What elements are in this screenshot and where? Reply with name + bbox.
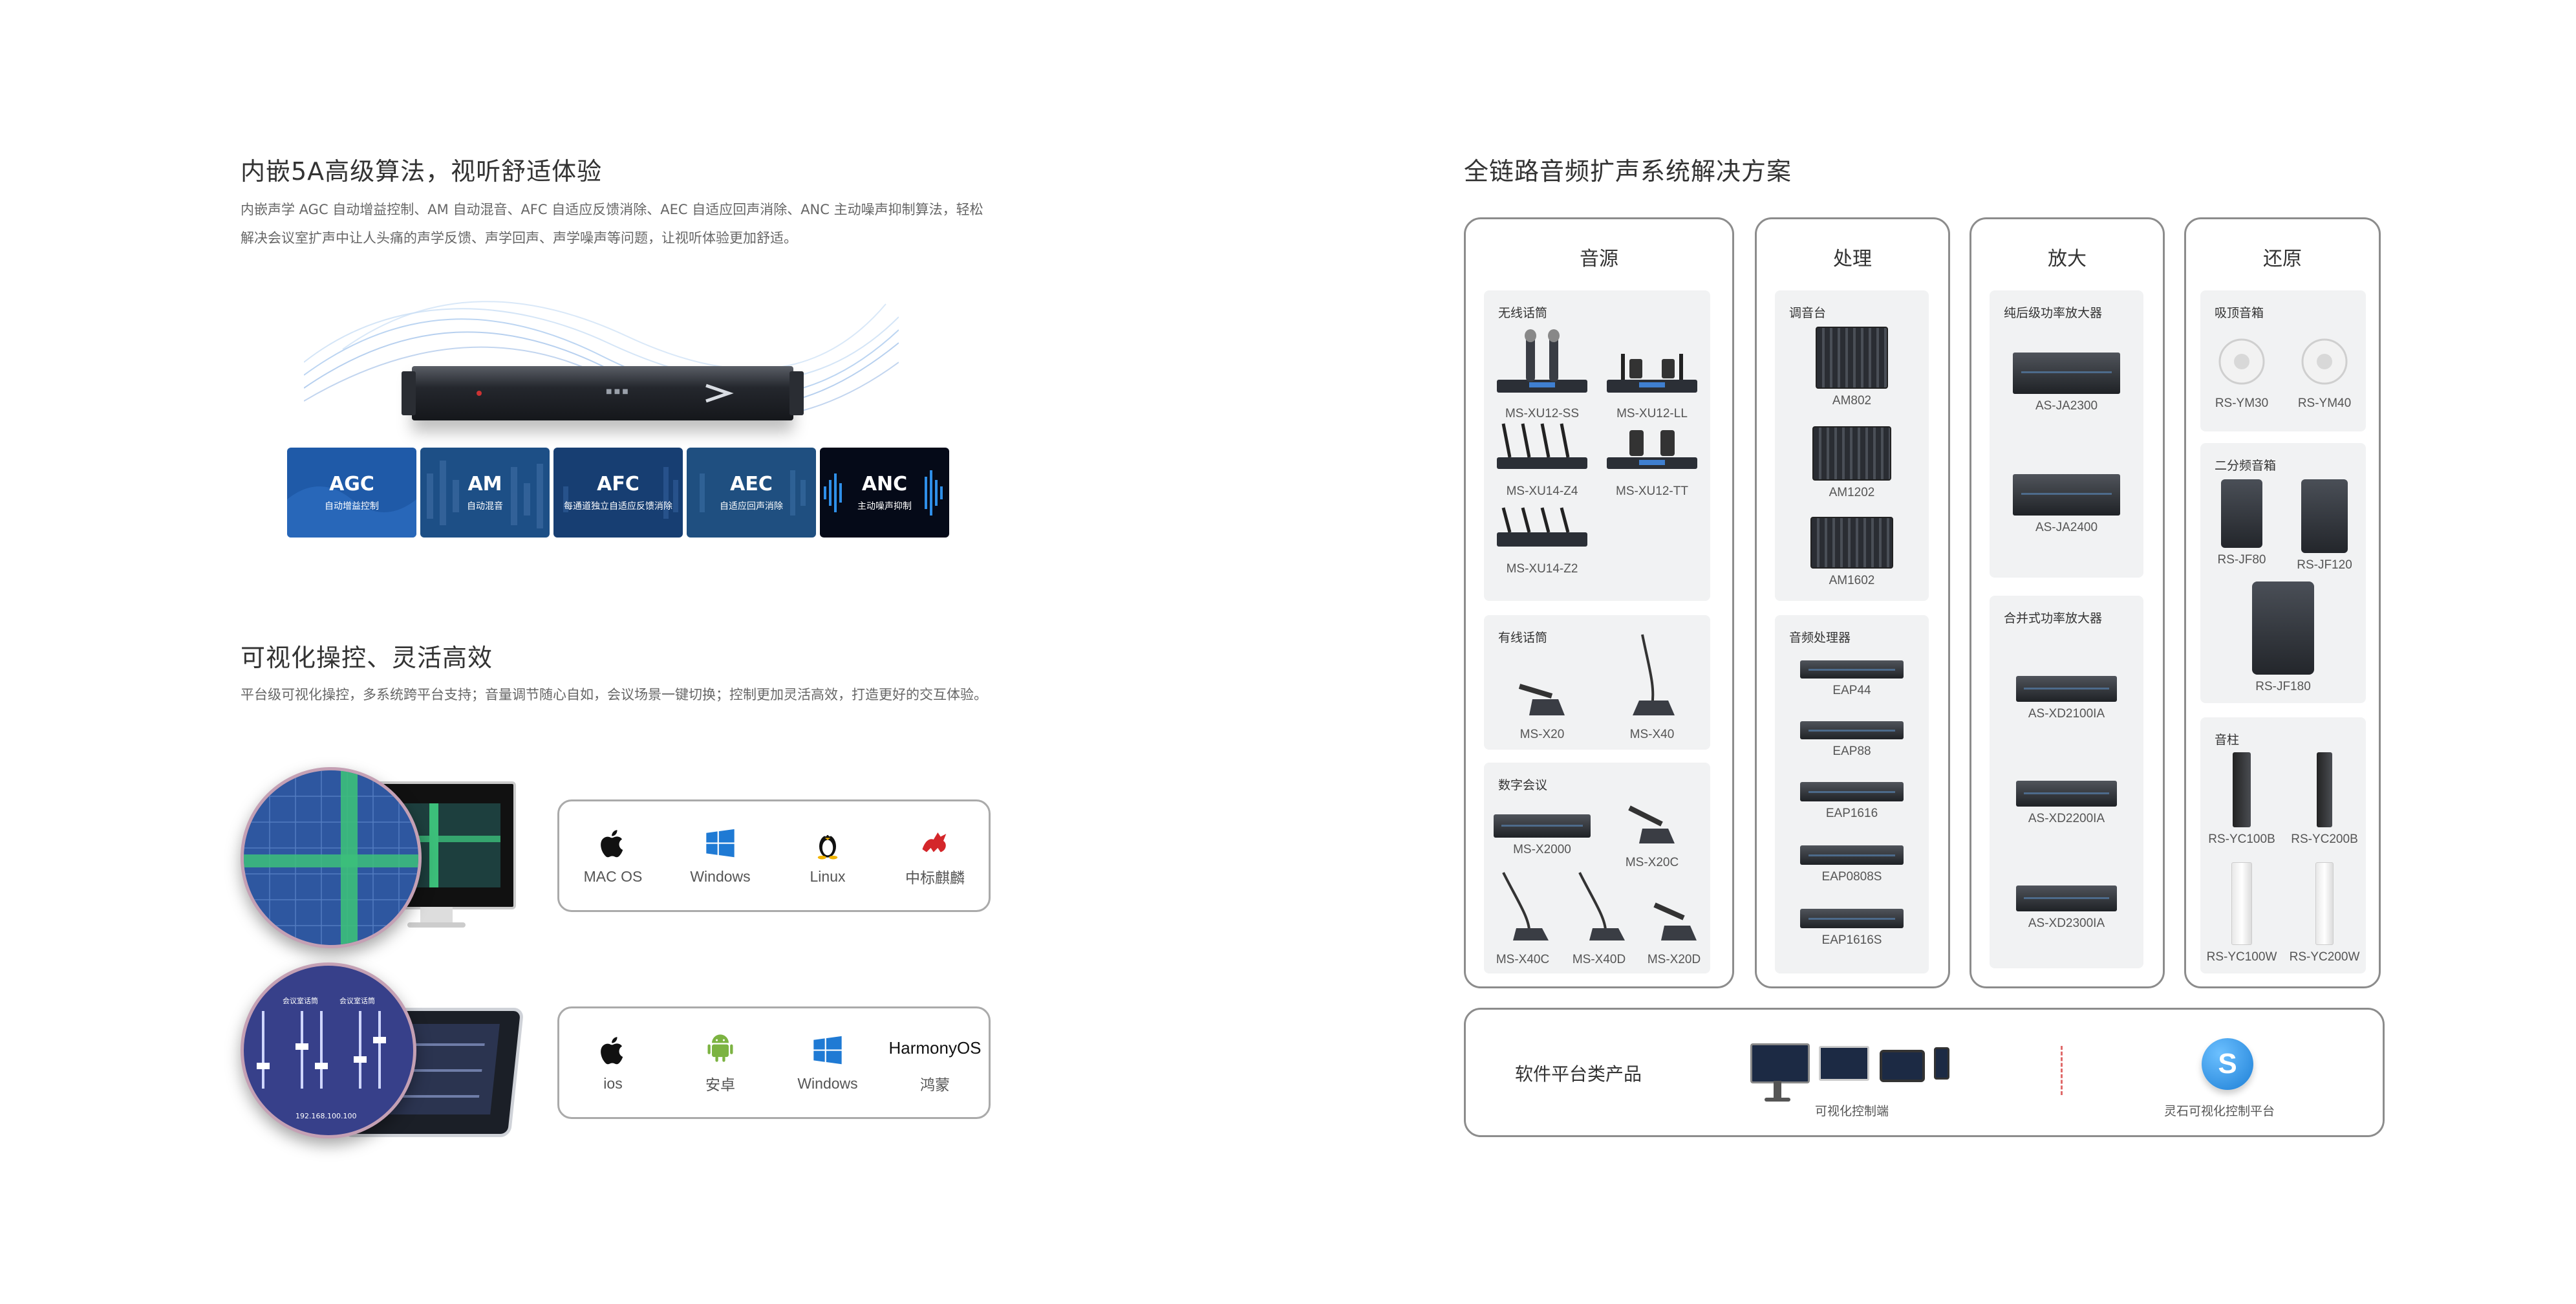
product-ms-xu12-tt: MS-XU12-TT xyxy=(1600,411,1704,499)
product-rs-yc100b: RS-YC100B xyxy=(2200,752,2283,847)
algo-card-agc: AGC 自动增益控制 xyxy=(287,448,416,538)
product-as-xd2200ia: AS-XD2200IA xyxy=(1990,781,2143,826)
product-am1602: AM1602 xyxy=(1775,517,1929,588)
product-ms-xu12-ll: MS-XU12-LL xyxy=(1600,327,1704,421)
section2-description: 平台级可视化操控，多系统跨平台支持；音量调节随心自如，会议场景一键切换；控制更加… xyxy=(241,687,987,702)
solution-title: 全链路音频扩声系统解决方案 xyxy=(1464,157,1792,186)
product-eap1616s: EAP1616S xyxy=(1775,909,1929,948)
group-wireless-mic: 无线话筒 MS-XU12-SS MS-XU12-LL MS-XU14-Z4 MS… xyxy=(1484,290,1710,601)
product-ms-xu14-z2: MS-XU14-Z2 xyxy=(1490,495,1594,576)
os-windows-mobile: Windows xyxy=(779,1034,876,1092)
linux-icon xyxy=(817,833,838,859)
tablet-zoom-lens: 会议室话筒 会议室话筒 192.168.100.100 xyxy=(241,962,416,1138)
windows-icon xyxy=(706,829,735,857)
column-amplify: 放大 纯后级功率放大器 AS-JA2300 AS-JA2400 合并式功率放大器… xyxy=(1970,217,2165,988)
os-linux: Linux xyxy=(779,827,876,886)
wave-illustration xyxy=(304,301,899,419)
group-power-amp: 纯后级功率放大器 AS-JA2300 AS-JA2400 xyxy=(1990,290,2143,578)
section1-title: 内嵌5A高级算法，视听舒适体验 xyxy=(241,157,603,186)
product-eap0808s: EAP0808S xyxy=(1775,845,1929,884)
product-rs-yc200w: RS-YC200W xyxy=(2283,862,2366,964)
product-rs-yc100w: RS-YC100W xyxy=(2200,862,2283,964)
apple-icon xyxy=(601,1036,623,1064)
apple-icon xyxy=(601,829,623,857)
group-column-speaker: 音柱 RS-YC100B RS-YC200B RS-YC100W RS-YC20… xyxy=(2200,717,2366,973)
os-kylin: 中标麒麟 xyxy=(886,824,983,887)
column-source: 音源 无线话筒 MS-XU12-SS MS-XU12-LL MS-XU14-Z4… xyxy=(1464,217,1734,988)
product-rs-ym30: RS-YM30 xyxy=(2200,336,2283,411)
desktop-zoom-lens xyxy=(241,767,422,948)
group-digital-conference: 数字会议 MS-X2000 MS-X20C MS-X40C MS-X40D MS… xyxy=(1484,763,1710,973)
product-eap44: EAP44 xyxy=(1775,660,1929,698)
algorithm-cards: AGC 自动增益控制 AM 自动混音 AFC 每通道独立自适应反馈消除 AEC … xyxy=(287,448,949,538)
product-ms-x20c: MS-X20C xyxy=(1600,795,1704,870)
group-integrated-amp: 合并式功率放大器 AS-XD2100IA AS-XD2200IA AS-XD23… xyxy=(1990,596,2143,968)
group-mixer: 调音台 AM802 AM1202 AM1602 xyxy=(1775,290,1929,601)
os-windows: Windows xyxy=(672,827,769,886)
product-rs-jf120: RS-JF120 xyxy=(2283,479,2366,572)
algo-card-aec: AEC 自适应回声消除 xyxy=(687,448,816,538)
kylin-icon xyxy=(922,832,947,853)
algo-card-anc: ANC 主动噪声抑制 xyxy=(820,448,949,538)
product-ms-x20d: MS-X20D xyxy=(1635,866,1713,967)
mobile-os-panel: ios 安卓 Windows HarmonyOS 鸿蒙 xyxy=(557,1006,991,1119)
product-rs-ym40: RS-YM40 xyxy=(2283,336,2366,411)
group-audio-processor: 音频处理器 EAP44 EAP88 EAP1616 EAP0808S EAP16… xyxy=(1775,615,1929,973)
product-ms-xu12-ss: MS-XU12-SS xyxy=(1490,327,1594,421)
product-as-xd2300ia: AS-XD2300IA xyxy=(1990,886,2143,931)
product-rs-jf180: RS-JF180 xyxy=(2200,581,2366,694)
product-ms-x20: MS-X20 xyxy=(1490,660,1594,742)
product-ms-x40d: MS-X40D xyxy=(1560,866,1638,967)
column-processing: 处理 调音台 AM802 AM1202 AM1602 音频处理器 EAP44 E… xyxy=(1755,217,1950,988)
windows-icon xyxy=(813,1036,842,1064)
product-eap88: EAP88 xyxy=(1775,721,1929,759)
harmonyos-logo: HarmonyOS xyxy=(888,1038,982,1058)
product-am802: AM802 xyxy=(1775,327,1929,408)
group-two-way-speaker: 二分频音箱 RS-JF80 RS-JF120 RS-JF180 xyxy=(2200,443,2366,703)
product-ms-x40: MS-X40 xyxy=(1600,628,1704,742)
software-platform-panel: 软件平台类产品 可视化控制端 S 灵石可视化控制平台 xyxy=(1464,1008,2385,1137)
product-ms-x2000: MS-X2000 xyxy=(1490,808,1594,857)
algo-card-afc: AFC 每通道独立自适应反馈消除 xyxy=(553,448,683,538)
lingshi-platform-caption: 灵石可视化控制平台 xyxy=(2164,1104,2275,1118)
product-rs-yc200b: RS-YC200B xyxy=(2283,752,2366,847)
os-ios: ios xyxy=(564,1034,661,1092)
lingshi-platform-logo: S xyxy=(2202,1038,2253,1090)
product-ms-xu14-z4: MS-XU14-Z4 xyxy=(1490,411,1594,499)
product-am1202: AM1202 xyxy=(1775,426,1929,500)
android-icon xyxy=(707,1034,733,1062)
audio-processor-device: ■ ■ ■ xyxy=(402,366,804,420)
os-macos: MAC OS xyxy=(564,827,661,886)
visual-control-caption: 可视化控制端 xyxy=(1815,1104,1889,1118)
section2-title: 可视化操控、灵活高效 xyxy=(241,644,493,672)
product-eap1616: EAP1616 xyxy=(1775,782,1929,821)
section1-description: 内嵌声学 AGC 自动增益控制、AM 自动混音、AFC 自适应反馈消除、AEC … xyxy=(241,202,983,246)
control-devices-illustration xyxy=(1750,1043,1964,1102)
algo-card-am: AM 自动混音 xyxy=(420,448,550,538)
group-ceiling-speaker: 吸顶音箱 RS-YM30 RS-YM40 xyxy=(2200,290,2366,431)
product-as-ja2300: AS-JA2300 xyxy=(1990,353,2143,413)
group-wired-mic: 有线话筒 MS-X20 MS-X40 xyxy=(1484,615,1710,750)
product-as-ja2400: AS-JA2400 xyxy=(1990,474,2143,535)
column-restore: 还原 吸顶音箱 RS-YM30 RS-YM40 二分频音箱 RS-JF80 RS… xyxy=(2184,217,2381,988)
product-rs-jf80: RS-JF80 xyxy=(2200,479,2283,567)
fader-sliders xyxy=(257,1011,386,1089)
product-ms-x40c: MS-X40C xyxy=(1484,866,1562,967)
software-title: 软件平台类产品 xyxy=(1515,1063,1642,1085)
os-harmonyos: HarmonyOS 鸿蒙 xyxy=(886,1031,983,1094)
divider xyxy=(2061,1046,2063,1095)
os-android: 安卓 xyxy=(672,1031,769,1094)
desktop-os-panel: MAC OS Windows Linux 中标麒麟 xyxy=(557,799,991,912)
product-as-xd2100ia: AS-XD2100IA xyxy=(1990,676,2143,721)
